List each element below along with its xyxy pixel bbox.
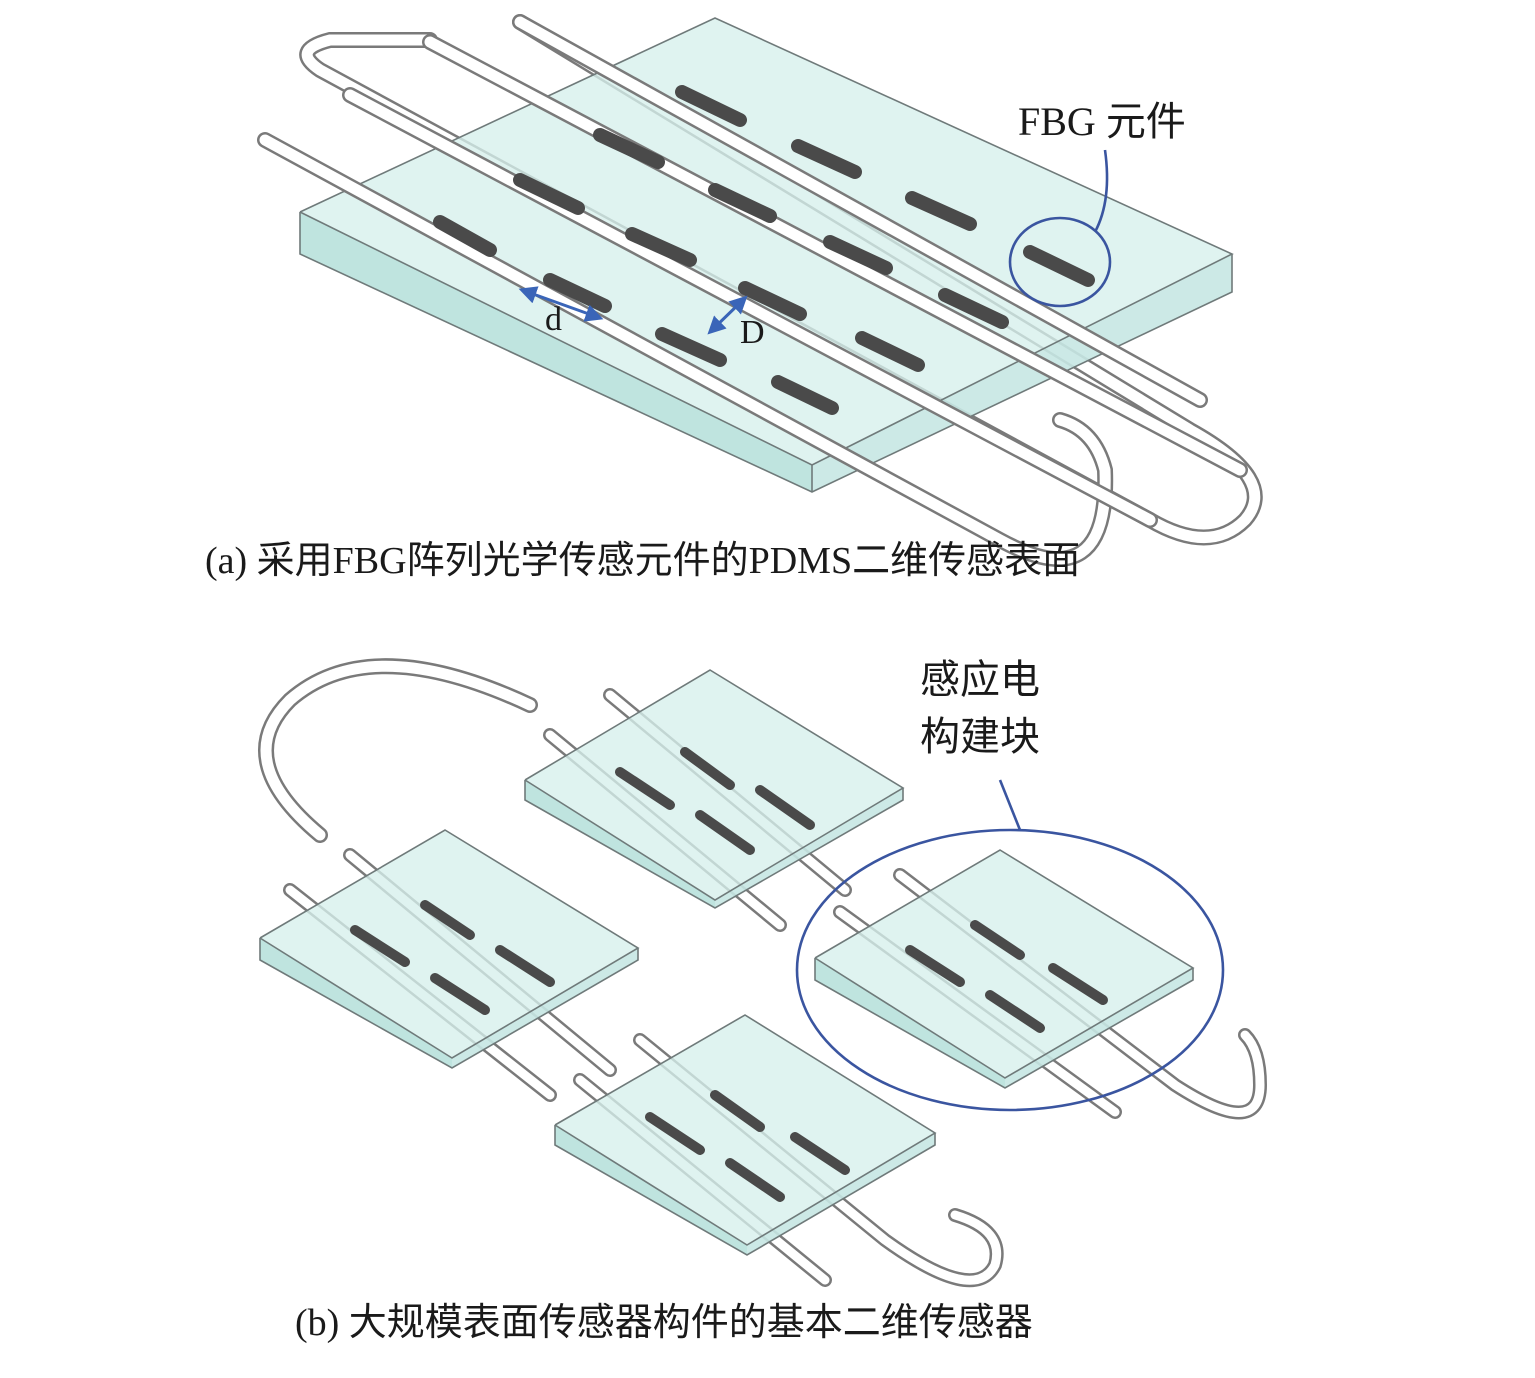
fbg-annotation: FBG 元件 (1008, 99, 1186, 308)
caption-a: (a) 采用FBG阵列光学传感元件的PDMS二维传感表面 (205, 540, 1080, 582)
block-left (259, 829, 640, 1102)
dimension-D: D (707, 295, 765, 351)
caption-b: (b) 大规模表面传感器构件的基本二维传感器 (295, 1302, 1033, 1344)
fiber-lines-a (257, 14, 1248, 567)
block-label-line2: 构建块 (920, 714, 1040, 759)
pdms-slab-a (299, 17, 1234, 493)
panel-a-diagram: FBG 元件 d D (a) 采用FBG阵列光学传感元件的PDMS二维传感表面 (205, 14, 1263, 582)
panel-b-diagram: 感应电 构建块 (b) 大规模表面传感器构件的基本二维传感器 (258, 657, 1268, 1344)
fbg-label: FBG 元件 (1018, 99, 1186, 144)
block-right (814, 849, 1268, 1120)
block-label-line1: 感应电 (920, 657, 1040, 702)
block-top (524, 669, 905, 932)
block-annotation: 感应电 构建块 (795, 657, 1225, 1112)
label-D: D (740, 314, 765, 351)
block-bottom (554, 1014, 1004, 1288)
dimension-d: d (518, 286, 604, 338)
fiber-arc-b (258, 658, 538, 843)
label-d: d (545, 301, 562, 338)
